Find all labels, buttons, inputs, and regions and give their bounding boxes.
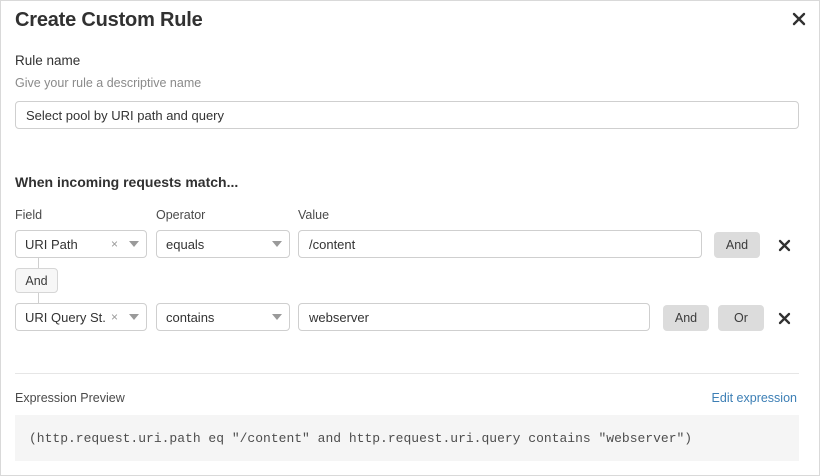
expression-preview-box: (http.request.uri.path eq "/content" and… bbox=[15, 415, 799, 461]
expression-preview-code: (http.request.uri.path eq "/content" and… bbox=[29, 430, 693, 446]
and-button-row-2[interactable]: And bbox=[663, 305, 709, 331]
close-icon[interactable] bbox=[787, 7, 811, 31]
page-title: Create Custom Rule bbox=[15, 9, 203, 31]
or-button-row-2[interactable]: Or bbox=[718, 305, 764, 331]
field-select-row-2-value: URI Query St... bbox=[25, 309, 107, 325]
value-input-row-2[interactable] bbox=[298, 303, 650, 331]
value-input-row-1[interactable] bbox=[298, 230, 702, 258]
rule-name-help: Give your rule a descriptive name bbox=[15, 76, 202, 90]
clear-icon[interactable]: × bbox=[110, 237, 118, 251]
chevron-down-icon[interactable] bbox=[122, 314, 146, 320]
group-connector-and-badge[interactable]: And bbox=[15, 268, 58, 293]
operator-select-row-1[interactable]: equals bbox=[156, 230, 290, 258]
field-select-row-2[interactable]: URI Query St... × bbox=[15, 303, 147, 331]
field-select-row-1-value: URI Path bbox=[25, 236, 78, 252]
clear-icon[interactable]: × bbox=[110, 310, 118, 324]
chevron-down-icon[interactable] bbox=[265, 241, 289, 247]
operator-select-row-1-value: equals bbox=[166, 236, 205, 252]
column-header-operator: Operator bbox=[156, 208, 206, 222]
operator-select-row-2[interactable]: contains bbox=[156, 303, 290, 331]
column-header-field: Field bbox=[15, 208, 43, 222]
remove-icon[interactable] bbox=[773, 234, 795, 256]
section-divider bbox=[15, 373, 799, 374]
remove-icon[interactable] bbox=[773, 307, 795, 329]
expression-preview-label: Expression Preview bbox=[15, 391, 125, 405]
operator-select-row-2-value: contains bbox=[166, 309, 215, 325]
chevron-down-icon[interactable] bbox=[265, 314, 289, 320]
column-header-value: Value bbox=[298, 208, 330, 222]
and-button-row-1[interactable]: And bbox=[714, 232, 760, 258]
rule-name-input[interactable] bbox=[15, 101, 799, 129]
field-select-row-1[interactable]: URI Path × bbox=[15, 230, 147, 258]
chevron-down-icon[interactable] bbox=[122, 241, 146, 247]
edit-expression-link[interactable]: Edit expression bbox=[711, 391, 797, 405]
rule-name-label: Rule name bbox=[15, 53, 81, 68]
conditions-heading: When incoming requests match... bbox=[15, 174, 239, 190]
